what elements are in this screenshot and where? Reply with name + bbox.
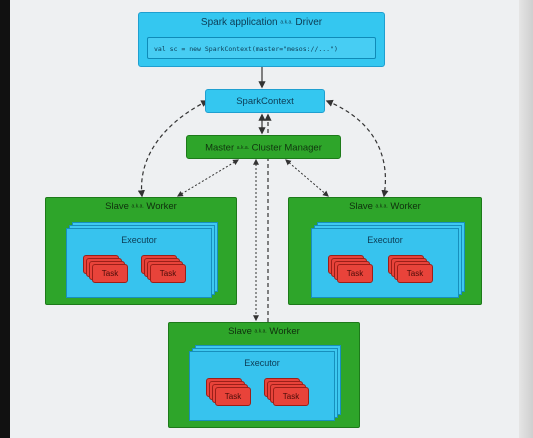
master-title: Master a.k.a. Cluster Manager	[187, 136, 340, 161]
worker-box-bottom: Slave a.k.a. Worker Executor Task Task	[168, 322, 360, 428]
task-card: Task	[150, 264, 186, 283]
task-card: Task	[397, 264, 433, 283]
spark-context-box: SparkContext	[205, 89, 325, 113]
master-title-suffix: Cluster Manager	[251, 142, 322, 154]
driver-box: Spark application a.k.a. Driver val sc =…	[138, 12, 385, 67]
master-aka: a.k.a.	[236, 145, 250, 151]
diagram-edges	[137, 67, 389, 352]
edge-master-worker-right	[285, 159, 329, 197]
task-stack: Task	[141, 255, 187, 285]
worker-aka: a.k.a.	[254, 328, 267, 335]
driver-aka: a.k.a.	[280, 19, 293, 26]
executor-box: Executor Task Task	[66, 228, 212, 298]
executor-label: Executor	[121, 235, 157, 245]
executor-box: Executor Task Task	[311, 228, 459, 298]
worker-title: Slave a.k.a. Worker	[169, 326, 359, 337]
executor-stack: Executor Task Task	[311, 222, 465, 298]
edge-sparkcontext-worker-right	[325, 99, 389, 198]
task-stack: Task	[83, 255, 129, 285]
master-box: Master a.k.a. Cluster Manager	[186, 135, 341, 159]
spark-context-label: SparkContext	[236, 96, 294, 107]
task-card: Task	[92, 264, 128, 283]
task-stack: Task	[264, 378, 310, 408]
master-title-main: Master	[205, 142, 235, 154]
driver-code-snippet: val sc = new SparkContext(master="mesos:…	[147, 37, 376, 59]
edge-master-worker-left	[176, 159, 240, 197]
executor-box: Executor Task Task	[189, 351, 335, 421]
worker-title-suffix: Worker	[390, 201, 421, 212]
screen-frame-left	[0, 0, 10, 438]
executor-label: Executor	[367, 235, 403, 245]
executor-stack: Executor Task Task	[189, 345, 341, 421]
task-card: Task	[273, 387, 309, 406]
worker-title-suffix: Worker	[269, 326, 300, 337]
worker-aka: a.k.a.	[375, 203, 388, 210]
worker-box-left: Slave a.k.a. Worker Executor Task Task	[45, 197, 237, 305]
driver-title-suffix: Driver	[295, 17, 323, 28]
worker-title-main: Slave	[228, 326, 252, 337]
driver-title: Spark application a.k.a. Driver	[139, 17, 384, 28]
task-stack: Task	[388, 255, 434, 285]
worker-title-suffix: Worker	[146, 201, 177, 212]
worker-title-main: Slave	[105, 201, 129, 212]
driver-title-main: Spark application	[200, 17, 278, 28]
executor-stack: Executor Task Task	[66, 222, 218, 298]
executor-label: Executor	[244, 358, 280, 368]
task-stack: Task	[328, 255, 374, 285]
task-card: Task	[215, 387, 251, 406]
task-card: Task	[337, 264, 373, 283]
edge-sparkcontext-worker-left	[137, 100, 209, 198]
worker-title-main: Slave	[349, 201, 373, 212]
worker-title: Slave a.k.a. Worker	[46, 201, 236, 212]
worker-aka: a.k.a.	[131, 203, 144, 210]
task-stack: Task	[206, 378, 252, 408]
worker-box-right: Slave a.k.a. Worker Executor Task Task	[288, 197, 482, 305]
screen-frame-right	[519, 0, 533, 438]
worker-title: Slave a.k.a. Worker	[289, 201, 481, 212]
